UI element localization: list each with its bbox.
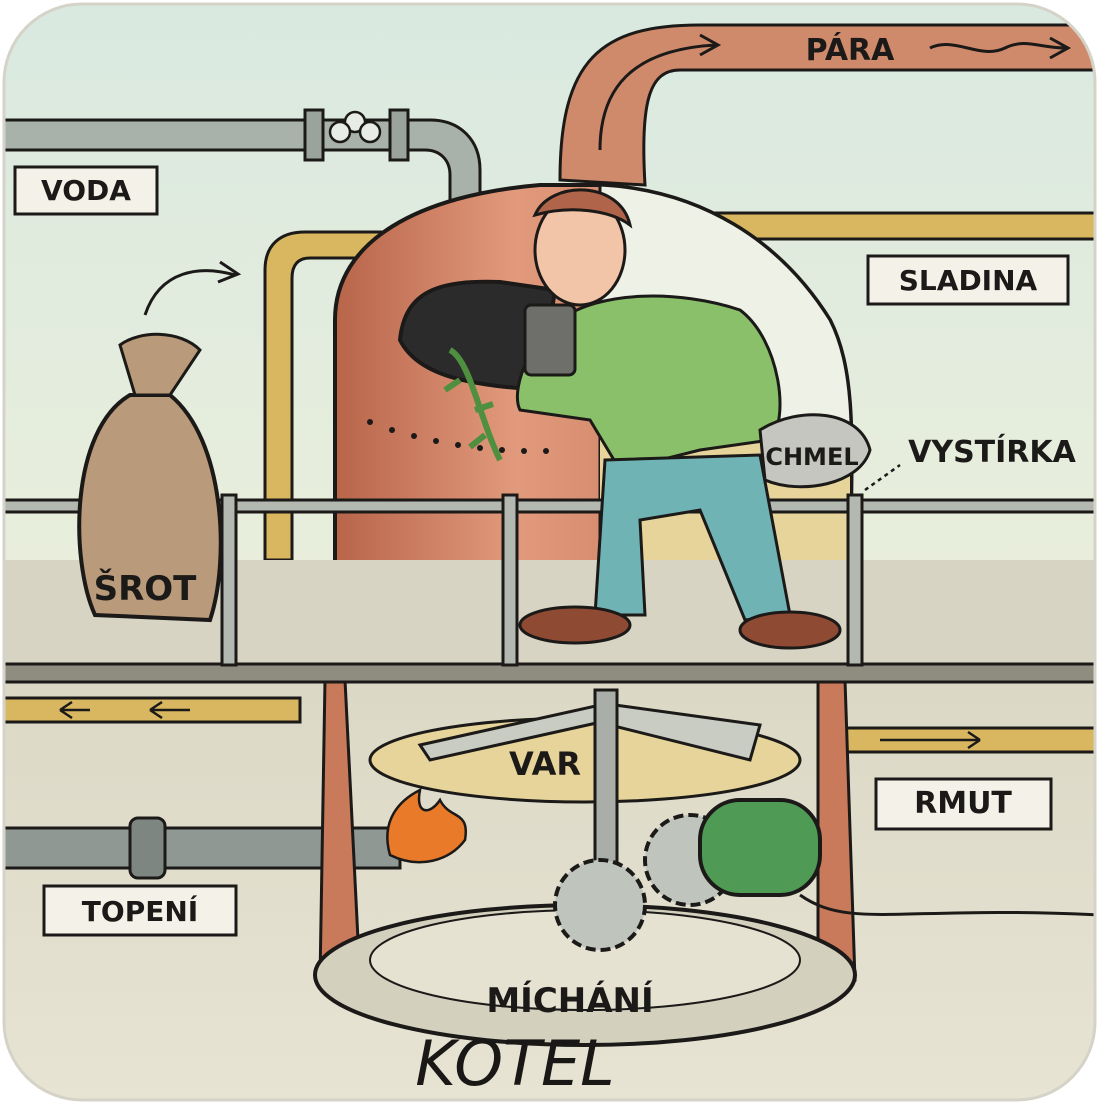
motor-cable <box>799 893 1095 917</box>
brewer-figure <box>443 188 872 650</box>
mash-flow-arrows <box>59 700 981 750</box>
platform-beam <box>4 662 1095 684</box>
rmut-label: RMUT <box>914 786 1012 821</box>
handrail <box>4 498 1095 514</box>
topeni-label-box <box>42 884 238 937</box>
topeni-label: TOPENÍ <box>82 894 198 928</box>
voda-label-box <box>13 165 159 216</box>
water-valve <box>303 108 410 162</box>
grist-flow-arrow <box>143 260 242 316</box>
hop-scoop <box>523 303 577 377</box>
grist-sack <box>77 393 223 623</box>
sack-top <box>118 332 202 397</box>
brewer-hair <box>532 188 633 229</box>
rmut-label-box <box>874 777 1053 831</box>
burner-flame <box>386 787 468 864</box>
sladina-label: SLADINA <box>899 264 1038 297</box>
kotel-label: KOTEL <box>415 1027 614 1100</box>
hop-sack <box>758 413 872 489</box>
electric-motor <box>698 798 822 897</box>
var-label: VAR <box>509 745 581 783</box>
steam-outlet-pipe <box>558 23 1095 187</box>
brewer-shoe-left <box>518 605 632 645</box>
brewer-shirt <box>515 294 782 472</box>
sladina-label-box <box>866 254 1070 306</box>
heating-pipe-coupling <box>128 816 167 880</box>
kettle-rivets <box>367 419 549 454</box>
steam-flow-arrows <box>598 33 1072 151</box>
vystirka-label: VYSTÍRKA <box>908 434 1077 470</box>
michani-label: MÍCHÁNÍ <box>486 980 653 1021</box>
railing-post <box>846 493 864 667</box>
brewer-shoe-right <box>738 610 842 650</box>
hop-branch <box>443 347 503 462</box>
srot-label: ŠROT <box>94 568 198 609</box>
railing-post <box>220 493 238 667</box>
mixing-gear <box>553 858 647 952</box>
chmel-label: CHMEL <box>765 443 858 471</box>
voda-label: VODA <box>41 174 131 207</box>
railing-post <box>501 493 519 667</box>
para-label: PÁRA <box>806 32 896 68</box>
vystirka-pointer <box>864 463 901 492</box>
